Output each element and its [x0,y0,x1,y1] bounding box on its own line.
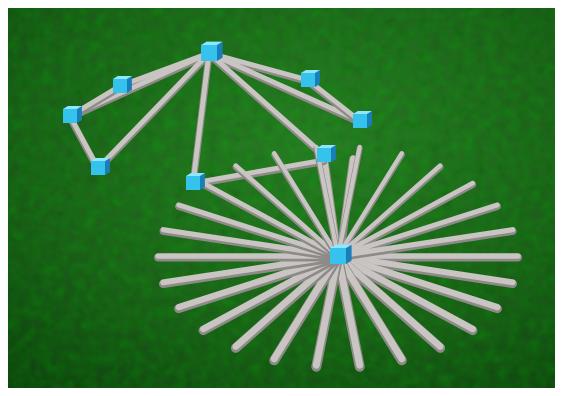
radial-spoke [333,252,478,336]
hub-node [201,41,223,61]
network-node [317,145,336,162]
network-edge [205,50,364,126]
radial-spoke [311,252,343,372]
radial-spoke [334,180,477,261]
network-edge [189,157,328,188]
network-node [91,158,110,175]
radial-spoke [334,151,405,261]
network-visualization-scene [8,8,555,388]
radial-hub-node [330,244,352,264]
radial-spoke-layer [154,144,522,372]
radial-spoke [334,227,517,262]
network-edge [94,50,213,173]
radial-spoke [199,180,342,261]
network-node [301,70,320,87]
network-edge [189,50,213,188]
radial-spoke [333,252,446,353]
network-node [186,173,205,190]
radial-spoke [313,144,342,261]
node-layer [63,41,372,264]
network-edge [205,50,328,160]
network-node [113,76,132,93]
radial-spoke [334,202,501,262]
radial-spoke [271,151,342,261]
radial-spoke [334,144,363,261]
radial-spoke [334,163,444,261]
radial-spoke [333,252,365,372]
radial-spoke [333,253,518,289]
network-graph-canvas [8,8,555,388]
network-edge [304,77,364,126]
network-node [353,111,372,128]
network-node [63,106,82,123]
radial-spoke [232,163,342,261]
radial-spoke [333,252,502,314]
radial-spoke [333,252,407,366]
radial-spoke [175,202,342,262]
